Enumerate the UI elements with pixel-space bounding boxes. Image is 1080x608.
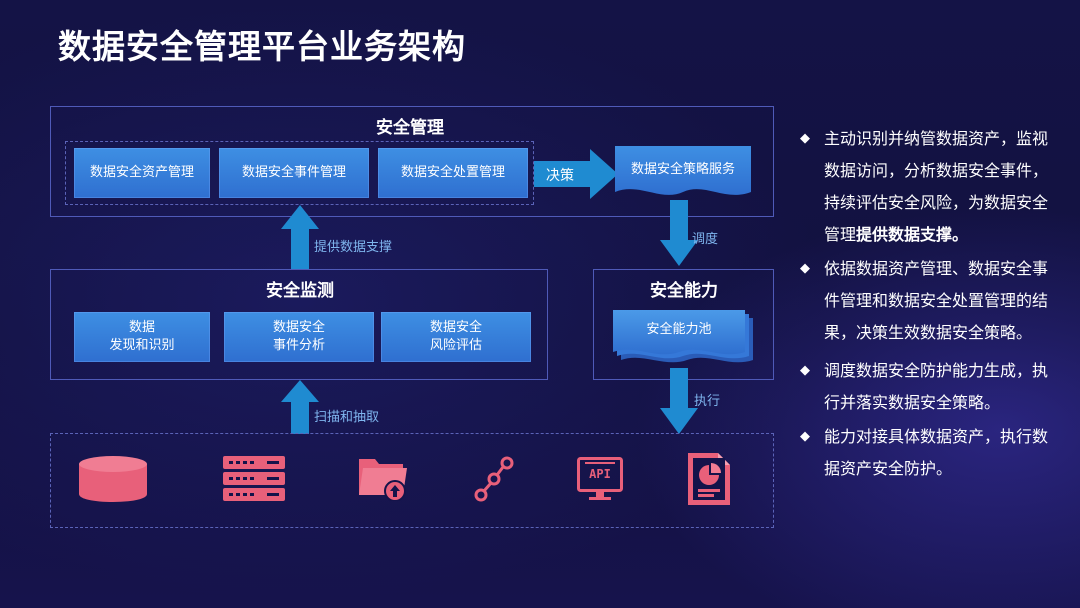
api-icon-text: API: [589, 467, 611, 481]
support-label: 提供数据支撑: [314, 240, 393, 255]
bullet-text-4: 能力对接具体数据资产，执行数据资产安全防护。: [824, 427, 1049, 478]
asset-management-box: 数据安全资产管理: [74, 148, 210, 198]
bullet-text-2: 依据数据资产管理、数据安全事件管理和数据安全处置管理的结果，决策生效数据安全策略…: [824, 259, 1049, 342]
capability-pool-shape: [613, 310, 753, 363]
database-icon: [79, 456, 147, 502]
decision-label: 决策: [546, 168, 574, 184]
execute-label: 执行: [694, 394, 721, 409]
execute-arrow: [660, 368, 698, 434]
risk-assessment-box: 数据安全 风险评估: [381, 312, 531, 362]
support-arrow: [281, 205, 319, 269]
scan-label: 扫描和抽取: [314, 410, 380, 425]
risk-assessment-line1: 数据安全: [429, 320, 482, 335]
disposal-management-box: 数据安全处置管理: [378, 148, 528, 198]
management-panel: [50, 106, 774, 217]
server-icon: [223, 456, 285, 501]
schedule-arrow: [660, 200, 698, 266]
scan-arrow: [281, 380, 319, 434]
bullet-text-1: 主动识别并纳管数据资产，监视数据访问，分析数据安全事件，持续评估安全风险，为数据…: [824, 129, 1049, 244]
event-management-box: 数据安全事件管理: [219, 148, 369, 198]
policy-service-shape: [615, 146, 751, 195]
capability-pool-label: 安全能力池: [646, 322, 712, 337]
api-icon: [577, 457, 623, 500]
bullet-text-3: 调度数据安全防护能力生成，执行并落实数据安全策略。: [824, 361, 1049, 412]
bullet-item-1: ◆ 主动识别并纳管数据资产，监视数据访问，分析数据安全事件，持续评估安全风险，为数…: [800, 123, 1060, 251]
discovery-line1: 数据: [128, 320, 155, 335]
workflow-icon: [474, 456, 514, 502]
management-group: [65, 141, 534, 205]
event-analysis-line1: 数据安全: [272, 320, 325, 335]
monitoring-title: 安全监测: [266, 281, 334, 301]
discovery-box: 数据 发现和识别: [74, 312, 210, 362]
management-title: 安全管理: [376, 118, 444, 138]
data-assets-bar: [50, 433, 774, 528]
diamond-icon: ◆: [800, 131, 810, 146]
discovery-line2: 发现和识别: [109, 338, 175, 353]
policy-service-label: 数据安全策略服务: [630, 162, 735, 177]
folder-upload-icon: [359, 459, 407, 501]
bullet-bold-1: 提供数据支撑。: [856, 225, 969, 244]
event-analysis-line2: 事件分析: [272, 338, 325, 353]
bullet-item-4: ◆ 能力对接具体数据资产，执行数据资产安全防护。: [800, 421, 1060, 485]
risk-assessment-line2: 风险评估: [429, 338, 482, 353]
bullet-item-2: ◆ 依据数据资产管理、数据安全事件管理和数据安全处置管理的结果，决策生效数据安全策…: [800, 253, 1060, 349]
diamond-icon: ◆: [800, 261, 810, 276]
bullet-list: ◆ 主动识别并纳管数据资产，监视数据访问，分析数据安全事件，持续评估安全风险，为数…: [800, 123, 1060, 485]
report-document-icon: [688, 453, 730, 505]
page-title: 数据安全管理平台业务架构: [58, 27, 466, 66]
diamond-icon: ◆: [800, 363, 810, 378]
monitoring-panel: [50, 269, 548, 380]
event-analysis-box: 数据安全 事件分析: [224, 312, 374, 362]
diamond-icon: ◆: [800, 429, 810, 444]
schedule-label: 调度: [692, 232, 719, 247]
capability-title: 安全能力: [650, 281, 718, 301]
decision-arrow: [534, 149, 618, 199]
bullet-item-3: ◆ 调度数据安全防护能力生成，执行并落实数据安全策略。: [800, 355, 1060, 419]
